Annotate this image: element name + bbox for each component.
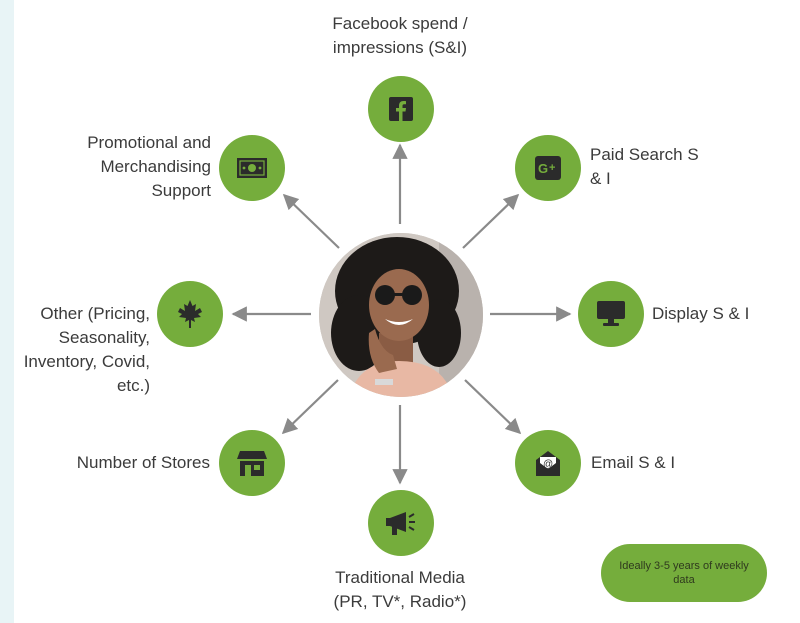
other-node <box>157 281 223 347</box>
arrow-to-promo <box>282 193 340 249</box>
email-icon: @ <box>536 451 560 476</box>
promo-node <box>219 135 285 201</box>
stores-label: Number of Stores <box>76 453 210 472</box>
svg-text:+: + <box>549 162 555 174</box>
arrow-to-email <box>464 379 522 435</box>
store-icon <box>237 451 267 476</box>
paid-search-label: Paid Search S & I <box>590 145 699 188</box>
email-node: @ <box>515 430 581 496</box>
arrow-to-stores <box>281 379 339 435</box>
google-plus-icon: G + <box>535 156 561 180</box>
maple-leaf-icon <box>178 300 202 328</box>
megaphone-icon <box>386 512 415 535</box>
center-portrait-photo <box>319 233 483 397</box>
note-text: Ideally 3-5 years of weekly data <box>619 560 749 586</box>
portrait-illustration <box>319 233 483 397</box>
promo-label: Promotional and Merchandising Support <box>87 133 211 200</box>
data-requirement-note: Ideally 3-5 years of weekly data <box>601 544 767 602</box>
monitor-icon <box>597 301 625 326</box>
display-node <box>578 281 644 347</box>
left-accent-strip <box>0 0 14 623</box>
display-label: Display S & I <box>652 304 750 323</box>
facebook-icon <box>389 97 413 121</box>
money-icon <box>237 158 267 178</box>
svg-text:G: G <box>538 161 548 176</box>
email-label: Email S & I <box>591 453 676 472</box>
paid-search-node: G + <box>515 135 581 201</box>
stores-node <box>219 430 285 496</box>
traditional-media-label: Traditional Media (PR, TV*, Radio*) <box>333 568 467 611</box>
traditional-media-node <box>368 490 434 556</box>
facebook-label: Facebook spend / impressions (S&I) <box>332 14 468 57</box>
other-label: Other (Pricing, Seasonality, Inventory, … <box>23 304 150 395</box>
arrow-to-paid-search <box>462 193 520 249</box>
facebook-node <box>368 76 434 142</box>
svg-text:@: @ <box>543 459 553 470</box>
